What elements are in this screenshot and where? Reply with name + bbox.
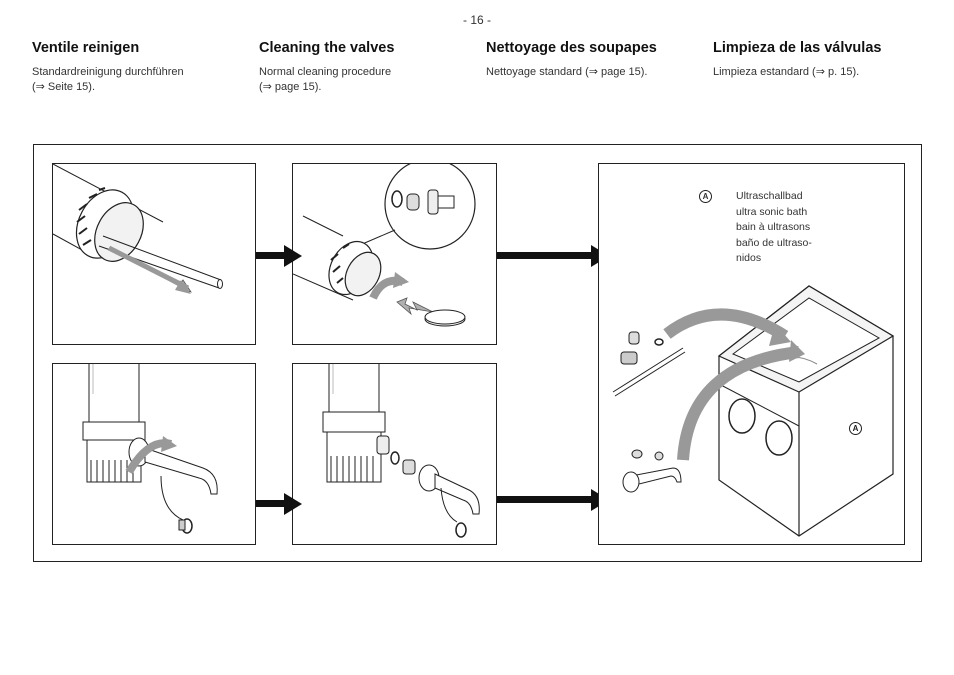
- column-german: Ventile reinigen Standardreinigung durch…: [32, 40, 232, 95]
- column-text: Limpieza estandard (⇒ p. 15).: [713, 66, 860, 78]
- column-french: Nettoyage des soupapes Nettoyage standar…: [486, 40, 686, 80]
- legend-line-german: Ultraschallbad: [736, 190, 803, 202]
- column-title: Cleaning the valves: [259, 40, 395, 56]
- column-title: Ventile reinigen: [32, 40, 140, 56]
- column-text: Normal cleaning procedure(⇒ page 15).: [259, 66, 392, 93]
- step-5-illustration: A Ultraschallbad ultra sonic bath bain à…: [598, 163, 905, 545]
- step-4-illustration: [292, 363, 497, 545]
- arrow-right-icon: [256, 493, 302, 515]
- step-3-illustration: [52, 363, 256, 545]
- arrow-right-icon: [497, 245, 609, 267]
- legend-badge: A: [699, 190, 712, 203]
- arrow-right-icon: [497, 489, 609, 511]
- arrow-right-icon: [256, 245, 302, 267]
- column-spanish: Limpieza de las válvulas Limpieza estand…: [713, 40, 913, 80]
- page-number: - 16 -: [462, 13, 491, 27]
- step-2-illustration: [292, 163, 497, 345]
- legend-line-spanish-1: baño de ultraso-: [736, 236, 812, 249]
- column-text: Standardreinigung durchführen(⇒ Seite 15…: [32, 66, 184, 93]
- column-english: Cleaning the valves Normal cleaning proc…: [259, 40, 459, 95]
- column-text: Nettoyage standard (⇒ page 15).: [486, 66, 648, 78]
- bath-label-badge: A: [849, 422, 862, 435]
- legend: A Ultraschallbad ultra sonic bath bain à…: [699, 189, 812, 267]
- legend-line-english: ultra sonic bath: [736, 205, 808, 218]
- column-title: Nettoyage des soupapes: [486, 40, 657, 56]
- step-1-illustration: [52, 163, 256, 345]
- legend-line-spanish-2: nidos: [736, 252, 762, 264]
- legend-line-french: bain à ultrasons: [736, 221, 811, 233]
- column-title: Limpieza de las válvulas: [713, 40, 882, 56]
- illustration-frame: A Ultraschallbad ultra sonic bath bain à…: [33, 144, 922, 562]
